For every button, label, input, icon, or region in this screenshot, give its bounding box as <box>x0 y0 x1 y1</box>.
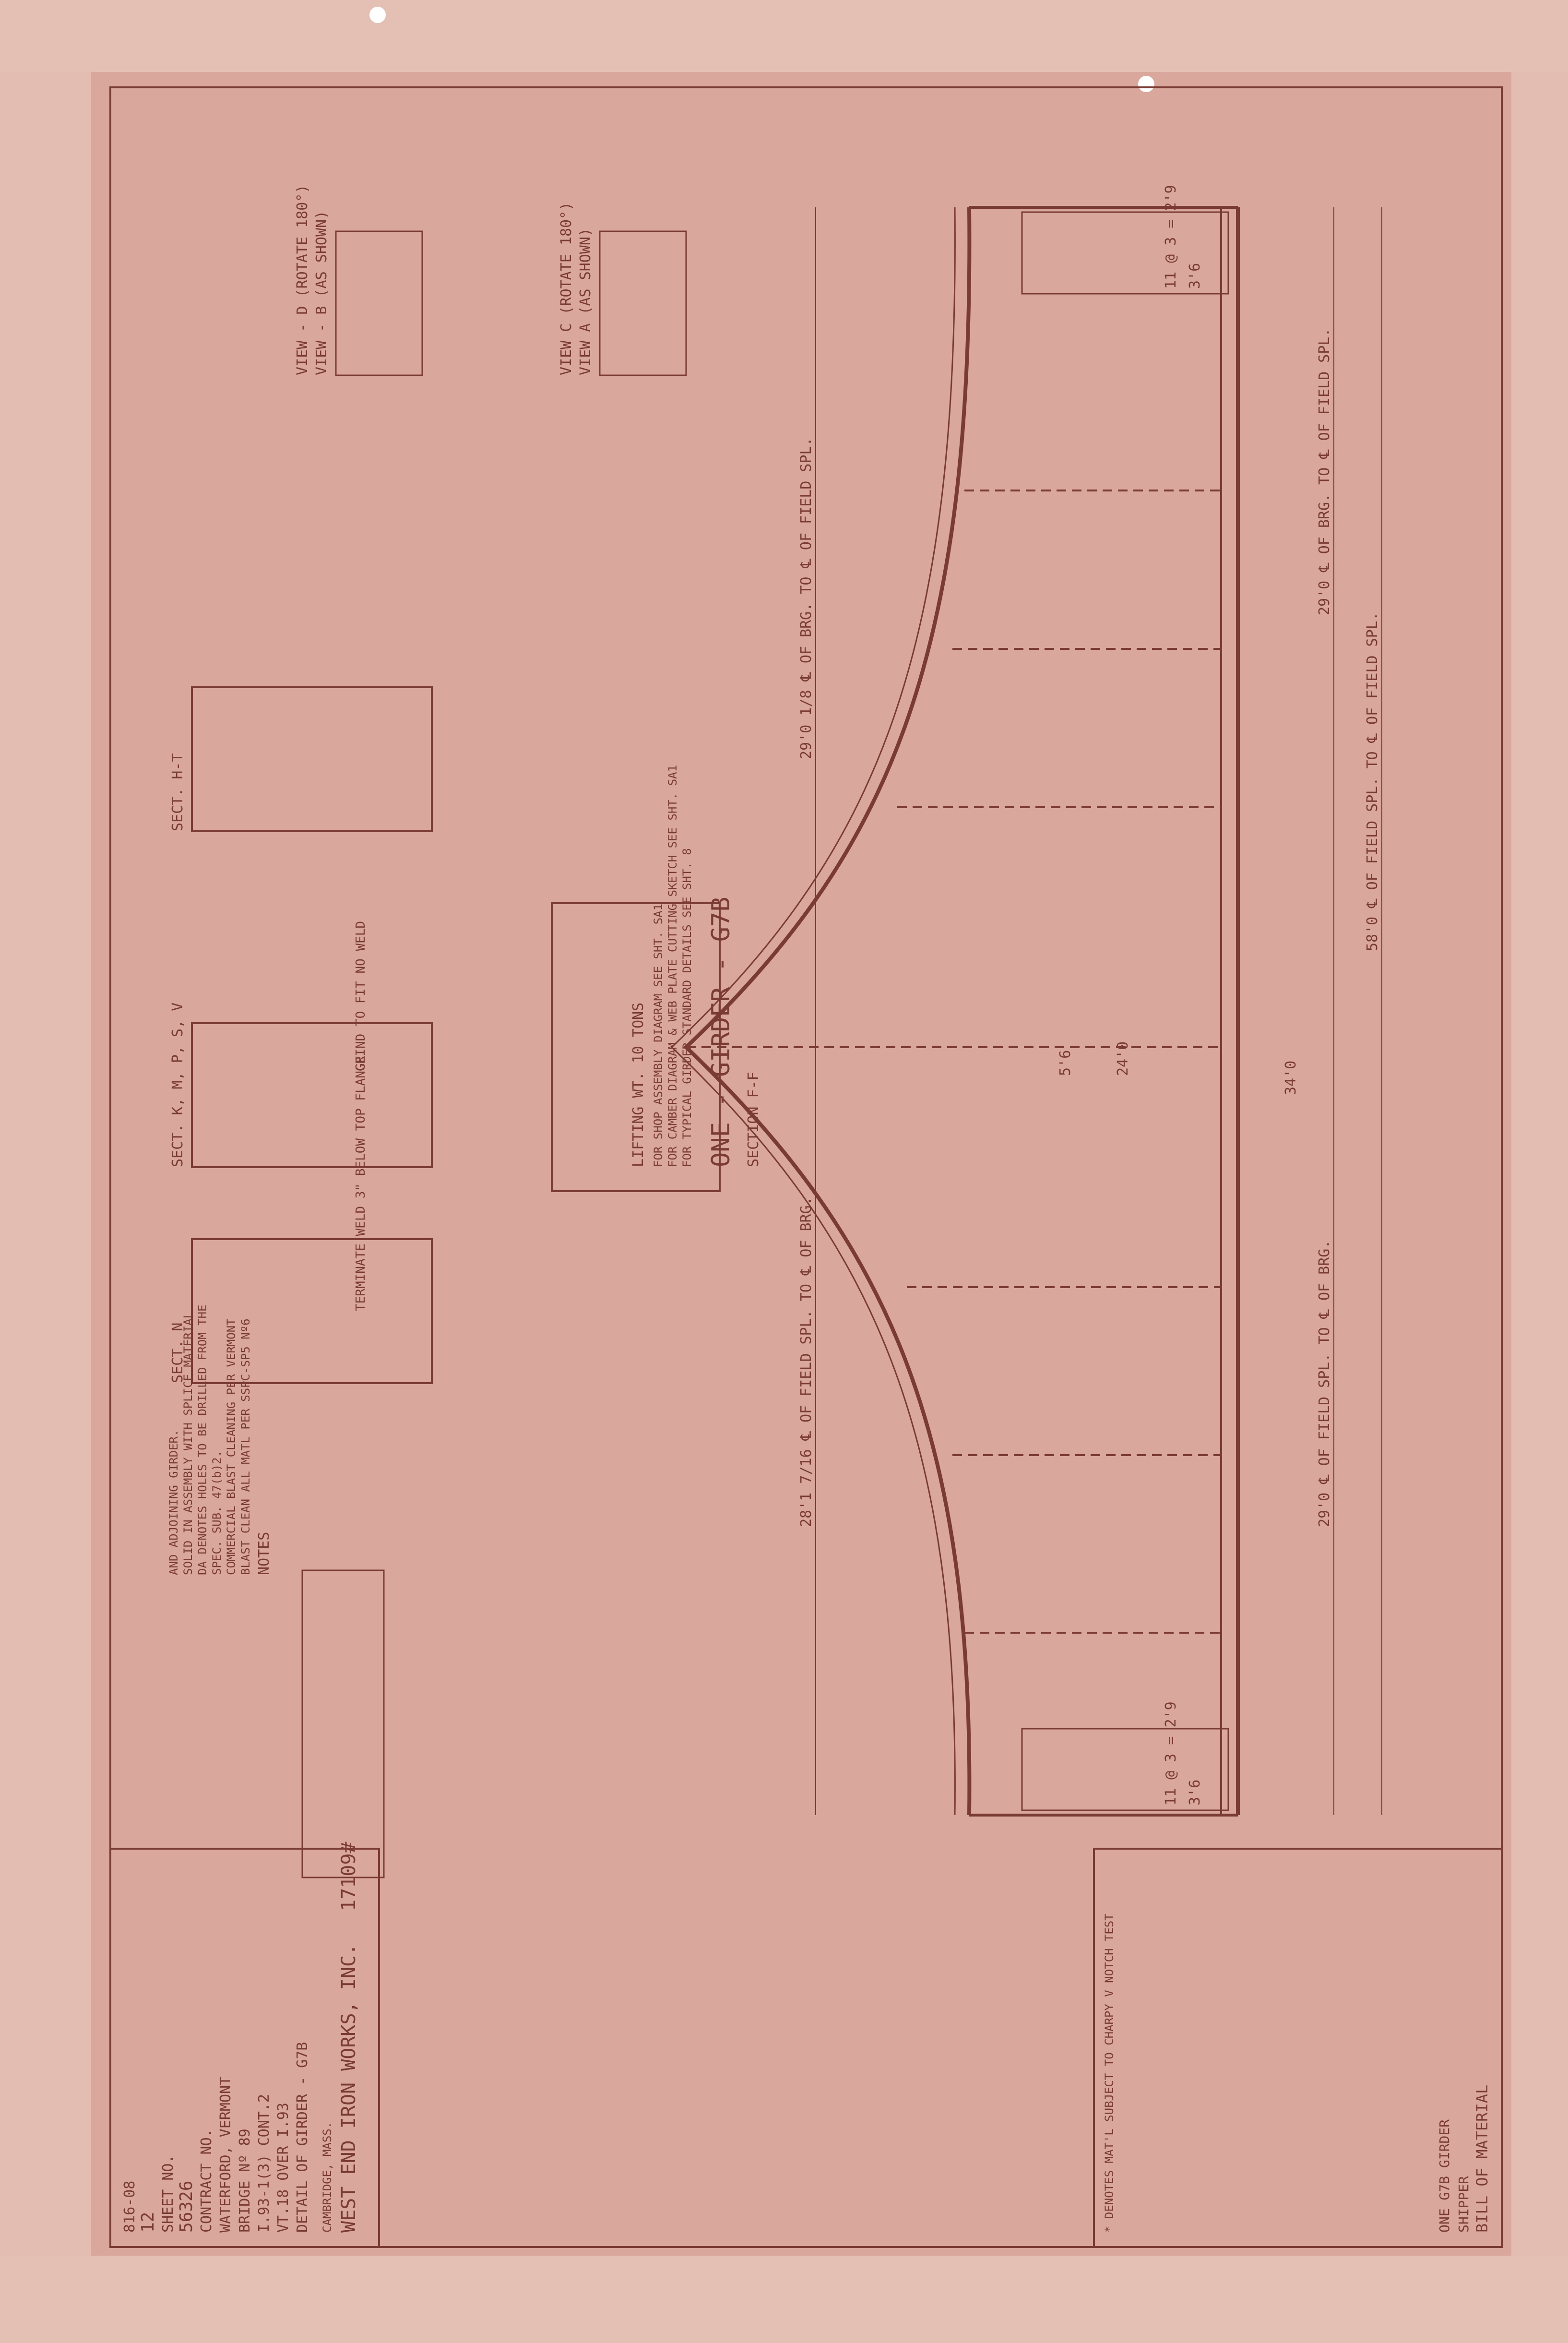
notes-title: NOTES <box>256 1532 273 1575</box>
bom-table-border <box>1093 1848 1503 2248</box>
dim-bottom-left: 28'1 7/16 ℄ OF FIELD SPL. TO ℄ OF BRG. <box>798 1196 815 1527</box>
bridge-no: BRIDGE Nº 89 <box>237 2128 253 2233</box>
contract-no: 56326 <box>177 2181 196 2233</box>
company-city: CAMBRIDGE, MASS. <box>321 2122 334 2233</box>
dim-3-6-left: 3'6 <box>1187 1780 1203 1805</box>
note-line: DA DENOTES HOLES TO BE DRILLED FROM THE <box>196 1304 209 1575</box>
view-a-label: VIEW A (AS SHOWN) <box>577 228 594 375</box>
dim-11-right: 11 @ 3 = 2'9 <box>1163 185 1179 289</box>
title-block-border <box>109 1848 380 2248</box>
punch-hole <box>369 7 386 23</box>
sheet-margin <box>0 0 1568 72</box>
bom-shipper: SHIPPER <box>1456 2176 1472 2233</box>
company-name: WEST END IRON WORKS, INC. <box>338 1944 360 2233</box>
project-line2: I.93-1(3) CONT.2 <box>256 2094 273 2233</box>
total-weight: 17109# <box>338 1842 360 1912</box>
ref-no: 816-08 <box>121 2181 138 2233</box>
girder-title: ONE - GIRDER - G7B <box>707 897 736 1167</box>
view-b-label: VIEW - B (AS SHOWN) <box>313 211 330 375</box>
dim-3-6-right: 3'6 <box>1187 263 1203 289</box>
dim-total: 58'0 ℄ OF FIELD SPL. TO ℄ OF FIELD SPL. <box>1364 612 1381 951</box>
dim-11-left: 11 @ 3 = 2'9 <box>1163 1701 1179 1805</box>
dim-bottom-right: 29'0 1/8 ℄ OF BRG. TO ℄ OF FIELD SPL. <box>798 437 815 759</box>
sect-ht-shape <box>191 686 433 832</box>
lifting-weight: LIFTING WT. 10 TONS <box>630 1003 647 1167</box>
drawing-border <box>109 86 1503 2248</box>
section-ff-note2: FOR CAMBER DIAGRAM & WEB PLATE CUTTING S… <box>666 765 679 1167</box>
camber-table-box <box>301 1569 385 1878</box>
note-line: COMMERCIAL BLAST CLEANING PER VERMONT <box>225 1318 238 1575</box>
sheet-margin <box>1511 0 1568 2343</box>
grind-note: GRIND TO FIT NO WELD <box>354 921 368 1071</box>
sect-kmpsv-shape <box>191 1022 433 1168</box>
section-ff-note1: FOR TYPICAL GIRDER STANDARD DETAILS SEE … <box>680 848 694 1167</box>
note-line: AND ADJOINING GIRDER. <box>167 1430 180 1575</box>
section-ff-title: SECTION F-F <box>745 1072 762 1167</box>
terminate-note: TERMINATE WELD 3" BELOW TOP FLANGE <box>354 1056 368 1311</box>
sect-ht-label: SECT. H-T <box>169 753 186 831</box>
bom-title: BILL OF MATERIAL <box>1473 2085 1491 2233</box>
bottom-flange-inner <box>670 207 956 1816</box>
sect-n-label: SECT. N <box>169 1323 186 1383</box>
bom-footnote: * DENOTES MAT'L SUBJECT TO CHARPY V NOTC… <box>1103 1913 1116 2233</box>
bolt-pattern-left <box>1021 1728 1229 1811</box>
note-line: SOLID IN ASSEMBLY WITH SPLICE MATERIAL <box>181 1312 195 1575</box>
sect-kmpsv-label: SECT. K, M, P, S, V <box>169 1003 186 1167</box>
contract-no-label: CONTRACT NO. <box>198 2128 215 2233</box>
sheet-no-label: SHEET NO. <box>160 2154 177 2233</box>
sheet-margin <box>0 0 91 2343</box>
punch-hole <box>1138 76 1154 92</box>
section-ff-box <box>551 902 721 1192</box>
detail-of: DETAIL OF GIRDER - G7B <box>294 2042 311 2233</box>
web-depth: 5'6 <box>1057 1050 1074 1076</box>
section-ff-note3: FOR SHOP ASSEMBLY DIAGRAM SEE SHT. SA1 <box>652 904 665 1167</box>
dim-24: 24'0 <box>1115 1041 1131 1076</box>
view-a-box <box>599 230 687 376</box>
view-b-box <box>335 230 423 376</box>
bom-header-row: ONE G7B GIRDER <box>1437 2119 1452 2233</box>
view-c-label: VIEW C (ROTATE 180°) <box>558 202 575 375</box>
note-line: BLAST CLEAN ALL MATL PER SSPC-SP5 Nº6 <box>239 1318 252 1575</box>
note-line: SPEC. SUB. 47(b)2. <box>210 1450 224 1575</box>
sect-n-shape <box>191 1238 433 1384</box>
dim-right: 29'0 ℄ OF BRG. TO ℄ OF FIELD SPL. <box>1316 328 1333 615</box>
view-d-label: VIEW - D (ROTATE 180°) <box>294 185 311 375</box>
project-line1: VT.18 OVER I.93 <box>275 2103 292 2233</box>
sheet-no: 12 <box>138 2212 158 2233</box>
bolt-pattern-right <box>1021 211 1229 295</box>
sheet-margin <box>0 2256 1568 2343</box>
dim-left: 29'0 ℄ OF FIELD SPL. TO ℄ OF BRG. <box>1316 1240 1333 1527</box>
location: WATERFORD, VERMONT <box>217 2077 234 2233</box>
dim-center: 34'0 <box>1283 1061 1299 1095</box>
